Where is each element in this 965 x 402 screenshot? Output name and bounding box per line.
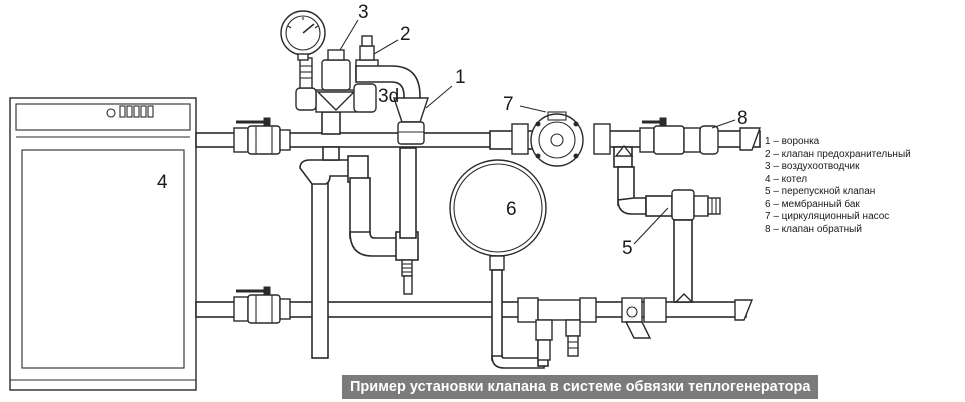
callout-1: 1 bbox=[455, 67, 466, 88]
callout-2: 2 bbox=[400, 24, 411, 45]
check-valve bbox=[639, 117, 719, 155]
legend-item: 2 – клапан предохранительный bbox=[765, 148, 911, 160]
safety-valve bbox=[353, 35, 421, 113]
callout-7: 7 bbox=[503, 94, 514, 115]
expansion-tank bbox=[449, 159, 549, 369]
pump-icon bbox=[511, 111, 611, 167]
drain-pipe bbox=[299, 146, 369, 359]
callout-5: 5 bbox=[622, 238, 633, 259]
legend-item: 7 – циркуляционный насос bbox=[765, 211, 890, 222]
callout-4: 4 bbox=[157, 172, 168, 193]
supply-ball-valve[interactable] bbox=[233, 117, 291, 155]
legend-item: 4 – котел bbox=[765, 173, 808, 185]
leader-lines bbox=[339, 19, 736, 245]
return-tee bbox=[517, 297, 597, 361]
caption: Пример установки клапана в системе обвяз… bbox=[342, 375, 819, 399]
bypass-line bbox=[613, 144, 721, 303]
funnel bbox=[393, 97, 429, 145]
return-pipe bbox=[195, 299, 754, 321]
boiler bbox=[9, 97, 197, 391]
callout-3d: 3d bbox=[378, 86, 399, 107]
legend-item: 1 – воронка bbox=[765, 136, 820, 147]
legend-item: 5 – перепускной клапан bbox=[765, 186, 876, 197]
legend-item: 8 – клапан обратный bbox=[765, 223, 862, 235]
strainer-icon bbox=[621, 297, 667, 339]
callout-6: 6 bbox=[506, 199, 517, 220]
legend-item: 6 – мембранный бак bbox=[765, 198, 860, 210]
return-ball-valve[interactable] bbox=[233, 286, 291, 324]
air-vent-assembly bbox=[295, 49, 357, 135]
legend: 1 – воронка 2 – клапан предохранительный… bbox=[765, 136, 911, 236]
funnel-loop bbox=[349, 147, 419, 295]
pressure-gauge-icon bbox=[280, 10, 326, 61]
legend-item: 3 – воздухоотводчик bbox=[765, 161, 860, 172]
callout-8: 8 bbox=[737, 108, 748, 129]
boiler-control-panel bbox=[106, 105, 154, 118]
callout-3: 3 bbox=[358, 2, 369, 23]
